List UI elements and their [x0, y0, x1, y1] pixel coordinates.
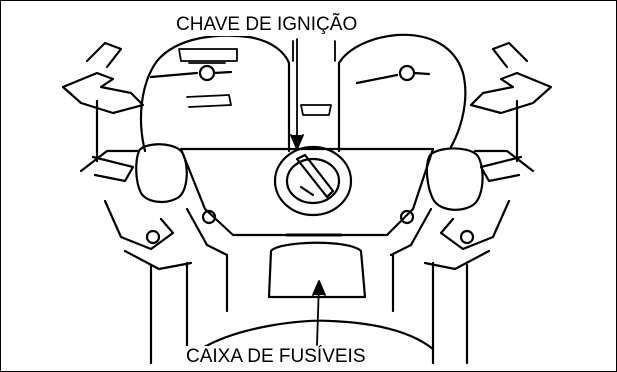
ignition-key-arrowhead	[290, 134, 304, 150]
fuse-box	[267, 233, 367, 299]
right-handlebar	[423, 41, 553, 271]
fuse-box-arrowhead	[312, 280, 326, 296]
speedometer-gauge	[139, 34, 291, 153]
ignition-switch	[273, 145, 353, 217]
leader-lines	[290, 38, 326, 346]
triple-clamp	[179, 147, 435, 257]
tachometer-gauge	[337, 33, 467, 153]
fork-tubes	[149, 253, 469, 365]
left-handlebar	[61, 41, 193, 271]
ignition-key-label: CHAVE DE IGNIÇÃO	[172, 14, 362, 36]
fuse-box-label: CAIXA DE FUSÍVEIS	[182, 346, 370, 368]
